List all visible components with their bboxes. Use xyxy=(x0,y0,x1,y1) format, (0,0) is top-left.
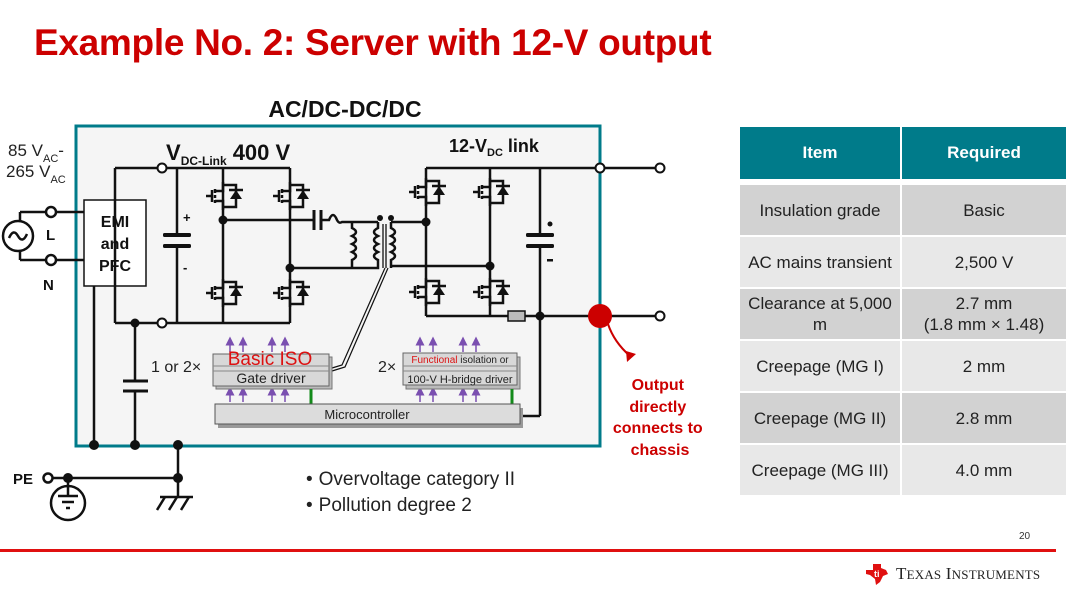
cell-item: Creepage (MG II) xyxy=(740,393,900,443)
terminal-n-label: N xyxy=(43,277,54,294)
gate-driver-label: Gate driver xyxy=(236,370,306,386)
chassis-ground-icon xyxy=(155,495,193,511)
protective-earth-icon xyxy=(49,478,87,522)
ac-source-icon xyxy=(1,210,50,262)
bullet-item: Pollution degree 2 xyxy=(306,493,515,519)
table-row: Insulation grade Basic xyxy=(740,185,1066,235)
cell-item: AC mains transient xyxy=(740,237,900,287)
chassis-note: Output directly connects to chassis xyxy=(613,377,707,459)
output-negative-terminal xyxy=(654,310,666,322)
output-capacitor-icon xyxy=(526,233,554,237)
svg-text:-: - xyxy=(183,260,187,275)
bulk-capacitor-icon xyxy=(163,233,191,237)
table-row: Creepage (MG I) 2 mm xyxy=(740,341,1066,391)
cell-required: 2 mm xyxy=(902,341,1066,391)
bullet-item: Overvoltage category II xyxy=(306,467,515,493)
microcontroller-block xyxy=(214,403,521,425)
cell-item: Insulation grade xyxy=(740,185,900,235)
cell-item: Clearance at 5,000 m xyxy=(740,289,900,339)
hbridge-multiplier: 2× xyxy=(378,359,396,376)
diagram-heading: AC/DC-DC/DC xyxy=(268,96,421,122)
shunt-resistor-icon xyxy=(507,310,526,322)
cell-item: Creepage (MG I) xyxy=(740,341,900,391)
hbridge-driver-block xyxy=(402,352,521,390)
cell-required: 2.7 mm(1.8 mm × 1.48) xyxy=(902,289,1066,339)
microcontroller-label: Microcontroller xyxy=(324,407,410,422)
table-row: AC mains transient 2,500 V xyxy=(740,237,1066,287)
texas-instruments-logo-icon: ti xyxy=(866,564,888,585)
gate-driver-block xyxy=(212,353,333,390)
table-row: Clearance at 5,000 m 2.7 mm(1.8 mm × 1.4… xyxy=(740,289,1066,339)
col-header-item: Item xyxy=(740,127,900,179)
terminal-l-label: L xyxy=(46,227,55,244)
svg-text:ti: ti xyxy=(874,569,880,579)
terminal-n-icon xyxy=(44,253,58,267)
cell-required: Basic xyxy=(902,185,1066,235)
cell-required: 2.8 mm xyxy=(902,393,1066,443)
input-voltage-label-2: 265 VAC xyxy=(6,162,66,186)
footer-divider xyxy=(0,549,1056,552)
output-positive-terminal xyxy=(654,162,666,174)
cell-required: 4.0 mm xyxy=(902,445,1066,495)
circuit-diagram: AC/DC-DC/DC 85 VAC- 265 VAC L N EMI and … xyxy=(1,96,707,522)
page-number: 20 xyxy=(1019,531,1031,542)
svg-text:+: + xyxy=(183,210,191,225)
hbridge-driver-label: 100-V H-bridge driver xyxy=(407,374,512,386)
table-header-row: Item Required xyxy=(740,127,1066,179)
chassis-connection-dot xyxy=(588,304,612,328)
gate-driver-multiplier: 1 or 2× xyxy=(151,359,201,376)
terminal-l-icon xyxy=(44,205,58,219)
lv-link-label: 12-VDC link xyxy=(449,136,540,159)
functional-isolation-label: Functional isolation or xyxy=(411,355,509,366)
slide-title: Example No. 2: Server with 12-V output xyxy=(34,22,712,63)
brand-logo: ti TEXAS INSTRUMENTS xyxy=(864,562,1040,586)
conditions-list: Overvoltage category II Pollution degree… xyxy=(306,467,515,519)
enclosure-box xyxy=(74,124,602,448)
table-row: Creepage (MG III) 4.0 mm xyxy=(740,445,1066,495)
requirements-table: Item Required Insulation grade Basic AC … xyxy=(738,125,1068,497)
col-header-required: Required xyxy=(902,127,1066,179)
basic-iso-label: Basic ISO xyxy=(228,349,312,370)
table-row: Creepage (MG II) 2.8 mm xyxy=(740,393,1066,443)
input-voltage-label: 85 VAC- xyxy=(8,141,64,165)
cell-required: 2,500 V xyxy=(902,237,1066,287)
cell-item: Creepage (MG III) xyxy=(740,445,900,495)
transformer-icon xyxy=(352,222,381,270)
terminal-pe-label: PE xyxy=(13,471,33,488)
brand-name: TEXAS INSTRUMENTS xyxy=(896,564,1041,583)
